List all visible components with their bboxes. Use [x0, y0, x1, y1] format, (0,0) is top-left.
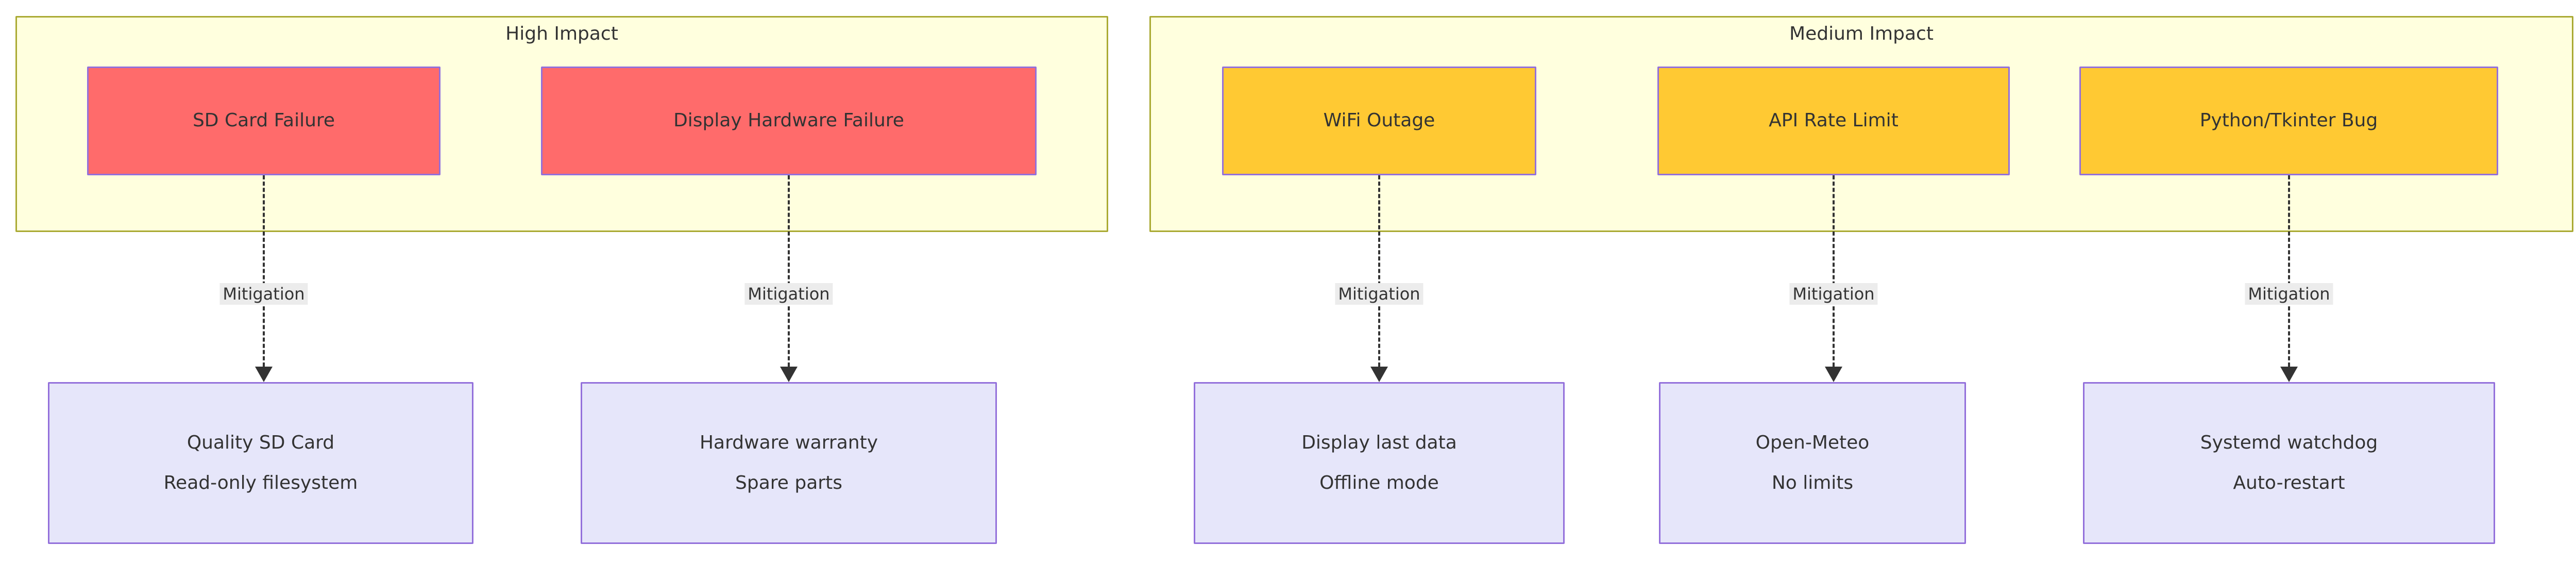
arrowhead-icon [255, 367, 273, 382]
mitigation-node-line: Read-only filesystem [163, 472, 358, 493]
edge-label-mitigation: Mitigation [1335, 283, 1423, 305]
mitigation-node-line: Display last data [1301, 432, 1457, 453]
mitigation-node-line: No limits [1771, 472, 1854, 493]
mitigation-node-line: Systemd watchdog [2200, 432, 2378, 453]
arrowhead-icon [1825, 367, 1842, 382]
mitigation-node-line: Spare parts [735, 472, 842, 493]
risk-node-label: WiFi Outage [1323, 110, 1435, 131]
risk-node-label: API Rate Limit [1769, 110, 1899, 131]
edge-label-mitigation: Mitigation [744, 283, 833, 305]
arrowhead-icon [1370, 367, 1388, 382]
edge-label-mitigation: Mitigation [1789, 283, 1878, 305]
risk-node-sd-card-failure[interactable]: SD Card Failure [87, 67, 440, 175]
cluster-title-medium-impact: Medium Impact [1789, 23, 1934, 44]
arrowhead-icon [2280, 367, 2298, 382]
risk-node-python-tkinter-bug[interactable]: Python/Tkinter Bug [2079, 67, 2498, 175]
risk-node-display-hardware-failure[interactable]: Display Hardware Failure [541, 67, 1037, 175]
mitigation-node-line: Open-Meteo [1755, 432, 1870, 453]
edge-display-hardware-failure-to-hardware-warranty [788, 175, 790, 367]
mitigation-node-line: Auto-restart [2233, 472, 2345, 493]
arrowhead-icon [780, 367, 798, 382]
risk-node-label: Python/Tkinter Bug [2199, 110, 2378, 131]
mitigation-node-line: Hardware warranty [699, 432, 878, 453]
mitigation-node-open-meteo[interactable]: Open-Meteo No limits [1659, 382, 1966, 544]
risk-node-label: SD Card Failure [192, 110, 335, 131]
risk-node-api-rate-limit[interactable]: API Rate Limit [1657, 67, 2010, 175]
risk-node-wifi-outage[interactable]: WiFi Outage [1222, 67, 1536, 175]
edge-sd-card-failure-to-quality-sd-card [263, 175, 265, 367]
edge-python-tkinter-bug-to-systemd-watchdog [2288, 175, 2290, 367]
cluster-title-high-impact: High Impact [505, 23, 618, 44]
risk-node-label: Display Hardware Failure [673, 110, 904, 131]
mitigation-node-line: Offline mode [1319, 472, 1439, 493]
edge-label-mitigation: Mitigation [2245, 283, 2333, 305]
mitigation-node-line: Quality SD Card [187, 432, 335, 453]
edge-wifi-outage-to-display-last-data [1378, 175, 1380, 367]
edge-label-mitigation: Mitigation [219, 283, 308, 305]
edge-api-rate-limit-to-open-meteo [1833, 175, 1835, 367]
